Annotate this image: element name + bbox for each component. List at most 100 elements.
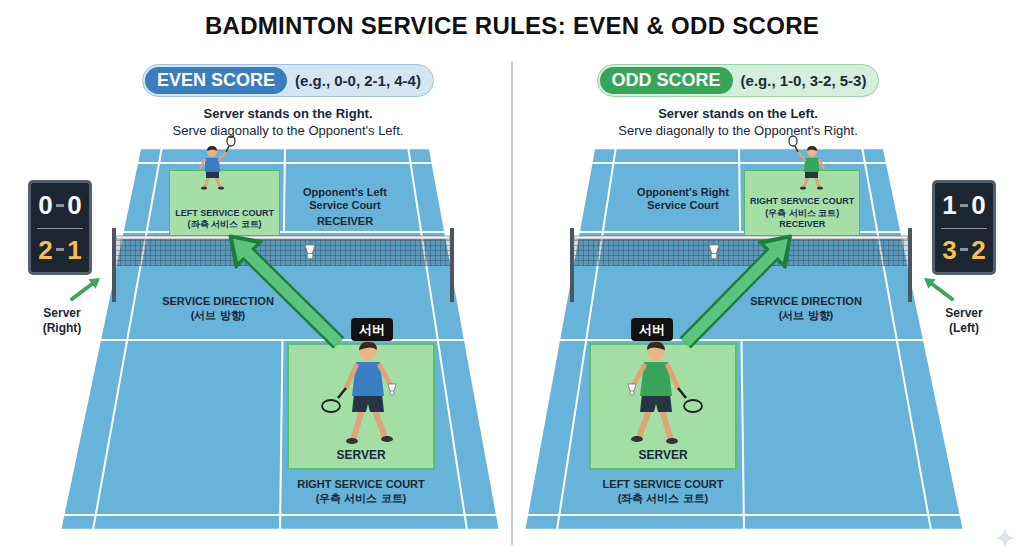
rule-note: Serve diagonally to the Opponent's Left. bbox=[173, 123, 404, 139]
shorts bbox=[206, 171, 219, 178]
indicator-note: (Left) bbox=[949, 321, 979, 335]
score-separator bbox=[56, 248, 64, 251]
serve-arrow bbox=[230, 236, 339, 343]
receiver-figure bbox=[200, 136, 235, 190]
score-separator bbox=[960, 204, 968, 207]
shoe bbox=[381, 436, 393, 442]
server-label: SERVER bbox=[336, 448, 385, 462]
rule-heading: Server stands on the Right. bbox=[203, 106, 372, 122]
arrow-body bbox=[685, 252, 775, 343]
court-note: Opponent's Right Service Court bbox=[631, 186, 736, 212]
server-indicator-arrowhead bbox=[88, 278, 100, 289]
badge-text: 서버 bbox=[359, 322, 385, 337]
score-separator bbox=[56, 204, 64, 207]
shuttlecock bbox=[388, 384, 396, 391]
arrowhead bbox=[764, 239, 787, 262]
server-label: SERVER bbox=[638, 448, 687, 462]
target-service-court: RIGHT SERVICE COURT(우측 서비스 코트)RECEIVER bbox=[744, 170, 860, 236]
court-name: LEFT SERVICE COURT bbox=[175, 208, 274, 219]
score-digit: 2 bbox=[38, 237, 52, 263]
arm bbox=[346, 366, 356, 388]
title-text: BADMINTON SERVICE RULES: EVEN & ODD SCOR… bbox=[0, 12, 1024, 40]
racket-handle bbox=[338, 388, 346, 398]
players-even bbox=[200, 136, 396, 444]
shoe bbox=[218, 186, 224, 189]
arrowhead bbox=[233, 239, 256, 262]
arm bbox=[380, 366, 390, 384]
court-lines bbox=[63, 148, 497, 530]
score-digit: 2 bbox=[971, 237, 985, 263]
score-digit: 3 bbox=[942, 237, 956, 263]
shirt bbox=[205, 158, 220, 172]
direction-label: SERVICE DIRECTION bbox=[162, 295, 274, 308]
shoe bbox=[201, 186, 207, 189]
net-post bbox=[112, 228, 116, 302]
server-badge: 서버 bbox=[631, 318, 673, 341]
shorts bbox=[352, 394, 384, 412]
score-divider bbox=[37, 228, 83, 229]
court-name: RIGHT SERVICE COURT bbox=[750, 196, 854, 207]
court-name-korean: (좌측 서비스 코트) bbox=[618, 492, 708, 505]
racket-head bbox=[227, 136, 235, 146]
court-surface bbox=[60, 148, 500, 530]
rule-note: Serve diagonally to the Opponent's Right… bbox=[618, 123, 858, 139]
serve-arrow bbox=[685, 236, 790, 343]
server-badge: 서버 bbox=[351, 318, 393, 341]
center-line bbox=[280, 340, 283, 530]
arrow-outline bbox=[685, 252, 775, 343]
court-name-korean: (우측 서비스 코트) bbox=[765, 208, 839, 219]
pill-example: (e.g., 1-0, 3-2, 5-3) bbox=[741, 72, 867, 89]
hair bbox=[207, 146, 217, 151]
receiver-label: RECEIVER bbox=[317, 215, 373, 228]
racket-handle bbox=[226, 146, 229, 152]
court-name-korean: (좌측 서비스 코트) bbox=[188, 219, 262, 230]
pill-example: (e.g., 0-0, 2-1, 4-4) bbox=[295, 72, 421, 89]
direction-label-korean: (서브 방향) bbox=[779, 309, 833, 322]
long-service-line bbox=[63, 514, 497, 516]
direction-label: SERVICE DIRECTION bbox=[750, 295, 862, 308]
score-type-pill: EVEN SCORE (e.g., 0-0, 2-1, 4-4) bbox=[142, 64, 434, 97]
racket-head bbox=[322, 400, 340, 412]
indicator-label: Server bbox=[945, 306, 982, 320]
direction-label-korean: (서브 방향) bbox=[191, 309, 245, 322]
net-shade bbox=[116, 239, 450, 266]
player-group bbox=[200, 136, 396, 444]
shuttlecock-cork bbox=[307, 253, 313, 259]
court-name-korean: (우측 서비스 코트) bbox=[316, 492, 406, 505]
rule-heading: Server stands on the Left. bbox=[658, 106, 818, 122]
score-digit: 1 bbox=[67, 237, 81, 263]
head bbox=[207, 147, 217, 157]
server-figure bbox=[322, 342, 396, 444]
scoreboard: 0021 bbox=[28, 180, 92, 275]
score-type-pill: ODD SCORE(e.g., 1-0, 3-2, 5-3) bbox=[597, 64, 880, 97]
watermark-sparkle bbox=[995, 528, 1015, 548]
arrow-outline bbox=[246, 251, 339, 343]
indicator-note: (Right) bbox=[43, 321, 82, 335]
center-line bbox=[284, 148, 285, 232]
court-note: Opponent's Left Service Court bbox=[293, 186, 398, 212]
receiver-label: RECEIVER bbox=[779, 219, 825, 230]
score-divider bbox=[941, 228, 987, 229]
leg bbox=[375, 410, 384, 435]
court bbox=[60, 148, 500, 530]
scoreboard: 1032 bbox=[932, 180, 996, 275]
court-name: LEFT SERVICE COURT bbox=[603, 478, 724, 491]
court bbox=[524, 148, 964, 530]
court-name: RIGHT SERVICE COURT bbox=[297, 478, 425, 491]
net-tape bbox=[116, 236, 450, 239]
score-digit: 0 bbox=[38, 192, 52, 218]
shuttlecock-cork bbox=[390, 391, 394, 395]
panel-divider bbox=[511, 62, 513, 545]
score-digit: 0 bbox=[67, 192, 81, 218]
players-odd bbox=[628, 136, 824, 444]
arm bbox=[219, 152, 226, 160]
target-service-court: LEFT SERVICE COURT(좌측 서비스 코트) bbox=[169, 170, 280, 236]
net-post bbox=[450, 228, 454, 302]
hair bbox=[359, 342, 377, 350]
score-digit: 0 bbox=[971, 192, 985, 218]
arm bbox=[200, 160, 205, 168]
arrow-body bbox=[246, 251, 339, 343]
pill-heading: EVEN SCORE bbox=[145, 67, 287, 94]
shoe bbox=[346, 438, 358, 444]
net-mesh bbox=[116, 239, 450, 266]
